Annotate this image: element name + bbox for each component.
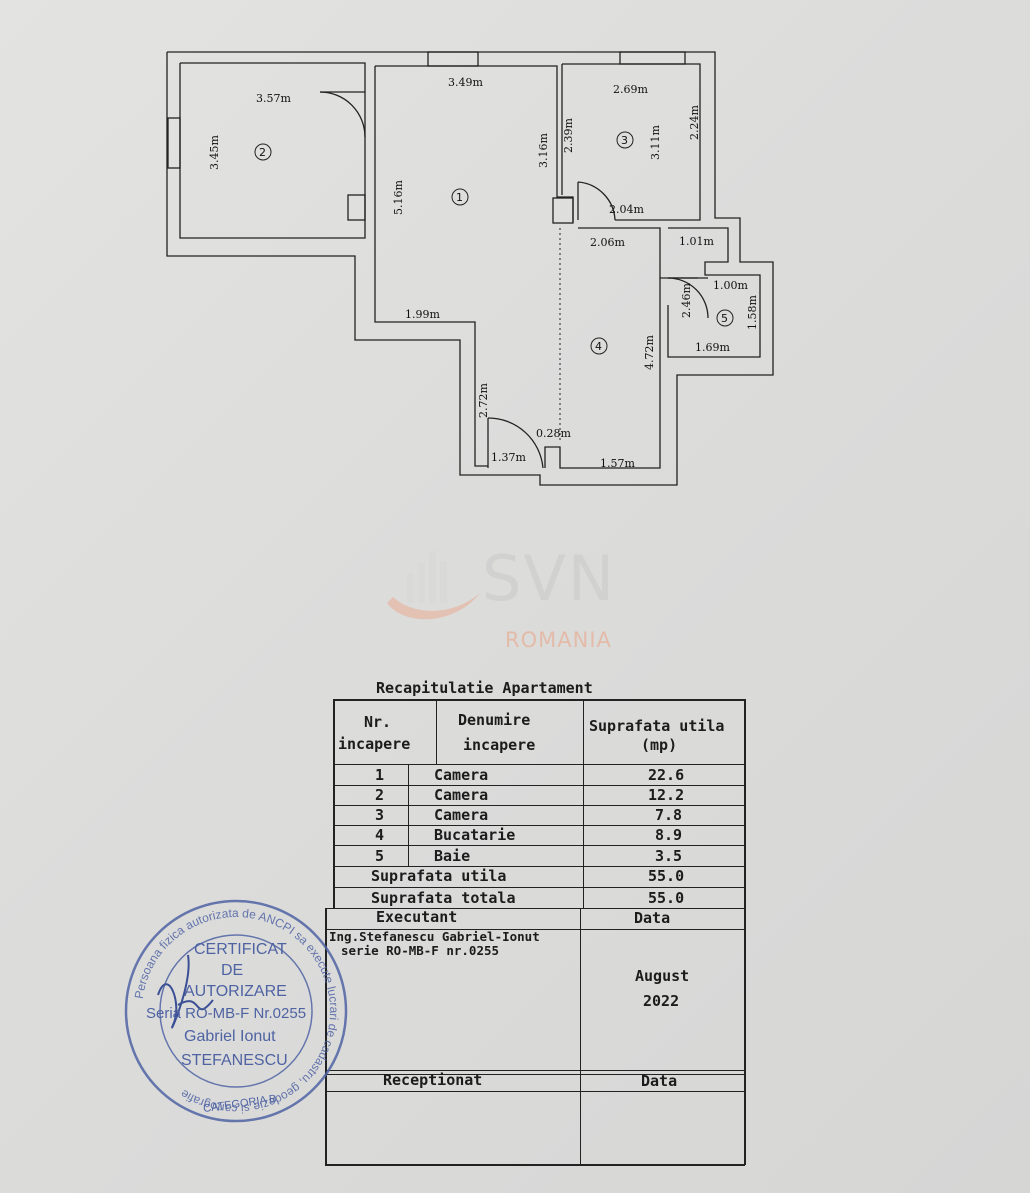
header-nr: Nr.	[364, 713, 392, 731]
row-5-name: Baie	[434, 847, 471, 865]
row-5-area: 3.5	[655, 847, 683, 865]
stamp-line-4: Seria RO-MB-F Nr.0255	[146, 1005, 307, 1022]
row-4-area: 8.9	[655, 826, 683, 844]
received-label: Receptionat	[383, 1071, 483, 1089]
stamp-line-6: STEFANESCU	[181, 1052, 288, 1069]
row-3-name: Camera	[434, 806, 489, 824]
watermark-logo-icon	[387, 551, 480, 620]
watermark-brand: SVN	[482, 542, 617, 615]
header-nr-sub: incapere	[338, 735, 411, 753]
stamp-line-5: Gabriel Ionut	[184, 1028, 276, 1045]
row-3-area: 7.8	[655, 806, 683, 824]
date-month: August	[635, 967, 690, 985]
dim-room2-width: 3.57m	[256, 92, 291, 105]
header-name: Denumire	[458, 711, 531, 729]
dim-room1-width: 3.49m	[448, 76, 483, 89]
dim-room2-height: 3.45m	[208, 135, 221, 170]
dim-bath-mid: 1.00m	[713, 279, 748, 292]
total-value: 55.0	[648, 889, 685, 907]
dim-room3-width: 2.69m	[613, 83, 648, 96]
dim-bath-top: 1.01m	[679, 235, 714, 248]
dim-room1-right: 3.16m	[537, 133, 550, 168]
dim-step-width: 0.28m	[536, 427, 571, 440]
dim-room3-right: 2.24m	[688, 105, 701, 140]
util-label: Suprafata utila	[371, 867, 507, 885]
table-title: Recapitulatie Apartament	[376, 679, 593, 697]
dim-kitchen-bottom: 1.57m	[600, 457, 635, 470]
row-1-area: 22.6	[648, 766, 685, 784]
stamp-line-2: DE	[221, 962, 244, 979]
executant-label: Executant	[376, 908, 458, 926]
row-2-name: Camera	[434, 786, 489, 804]
dim-kitchen-width: 2.06m	[590, 236, 625, 249]
header-area: Suprafata utila	[589, 717, 725, 735]
executant-serie: serie RO-MB-F nr.0255	[341, 943, 500, 958]
dim-room3-left: 2.39m	[562, 118, 575, 153]
dim-room3-mid: 3.11m	[649, 125, 662, 160]
room-4-number: 4	[595, 340, 602, 353]
header-area-unit: (mp)	[641, 736, 678, 754]
outer-wall	[166, 51, 774, 486]
floor-plan: 1 2 3 4 5 3.57m 3.45m 3.49m 5.16m 3.16m …	[166, 51, 774, 486]
dim-kitchen-height: 4.72m	[643, 335, 656, 370]
room-1-number: 1	[456, 191, 463, 204]
room-5-wall	[667, 227, 761, 358]
room-5-number: 5	[721, 312, 728, 325]
date-label: Data	[634, 909, 671, 927]
stamp-line-3: AUTORIZARE	[184, 983, 287, 1000]
dim-bath-bottom: 1.69m	[695, 341, 730, 354]
row-5-nr: 5	[375, 847, 385, 865]
dim-bath-left: 2.46m	[680, 283, 693, 318]
room-3-number: 3	[621, 134, 628, 147]
signature-icon	[157, 954, 214, 1029]
row-4-name: Bucatarie	[434, 826, 516, 844]
date-year: 2022	[643, 992, 680, 1010]
row-4-nr: 4	[375, 826, 385, 844]
executant-name: Ing.Stefanescu Gabriel-Ionut	[329, 929, 540, 944]
header-name-sub: incapere	[463, 736, 536, 754]
dim-entry-height: 2.72m	[477, 383, 490, 418]
util-value: 55.0	[648, 867, 685, 885]
row-1-nr: 1	[375, 766, 385, 784]
watermark-sub: ROMANIA	[505, 628, 612, 652]
total-label: Suprafata totala	[371, 889, 516, 907]
row-1-name: Camera	[434, 766, 489, 784]
dim-bath-right: 1.58m	[746, 295, 759, 330]
date-label-2: Data	[641, 1072, 678, 1090]
room-2-wall	[179, 62, 366, 239]
authorization-stamp: Persoana fizica autorizata de ANCPI sa e…	[124, 899, 348, 1123]
row-2-nr: 2	[375, 786, 385, 804]
dim-corridor-width: 1.99m	[405, 308, 440, 321]
row-2-area: 12.2	[648, 786, 685, 804]
room-2-number: 2	[259, 146, 266, 159]
stamp-line-1: CERTIFICAT	[194, 941, 287, 958]
row-3-nr: 3	[375, 806, 385, 824]
dim-room1-height: 5.16m	[392, 180, 405, 215]
dim-room3-bottom: 2.04m	[609, 203, 644, 216]
dim-entry-width: 1.37m	[491, 451, 526, 464]
